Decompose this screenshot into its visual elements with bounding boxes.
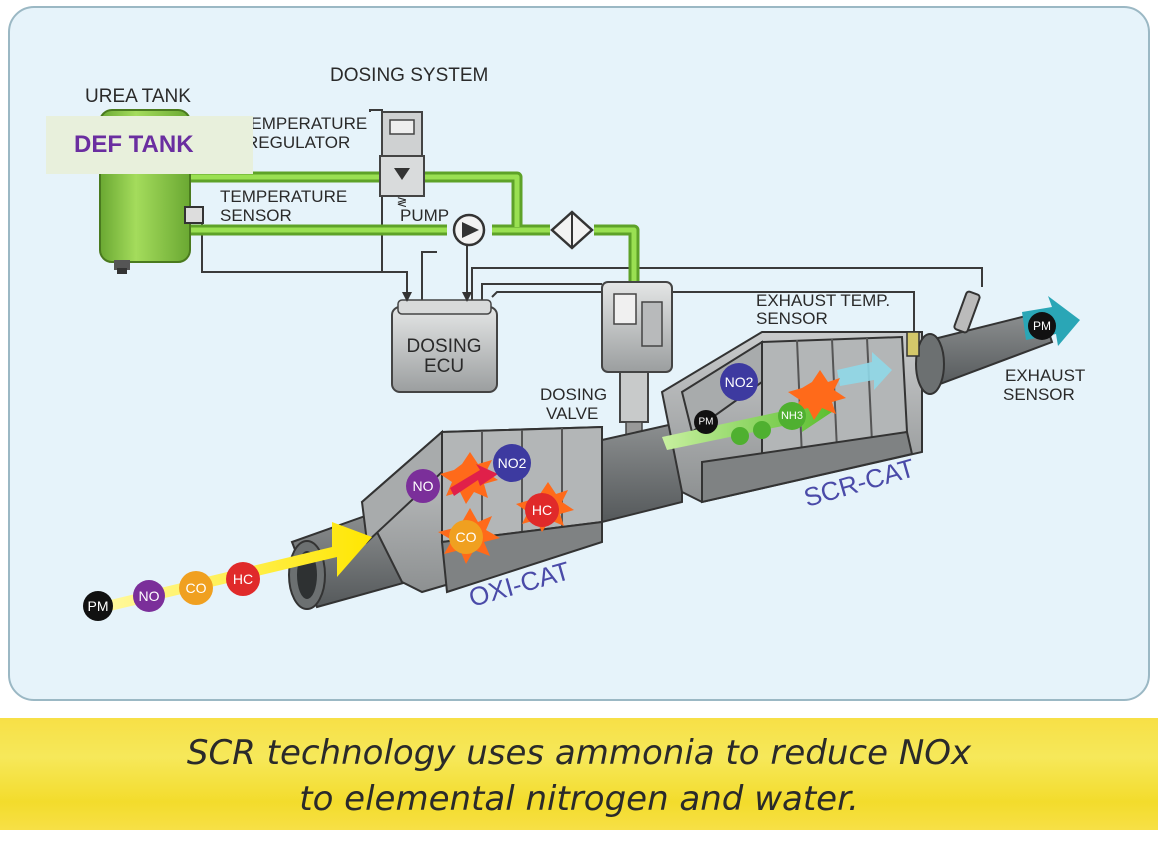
- wiring: [201, 109, 983, 332]
- def-tank-label: DEF TANK: [74, 131, 194, 158]
- diagram-panel: ≷: [8, 6, 1150, 701]
- molecule-hc-oxi: HC: [525, 493, 559, 527]
- molecule-no-oxi: NO: [406, 469, 440, 503]
- dosing-valve-label-1: DOSING: [540, 385, 607, 404]
- clean-flow-arrow: [837, 352, 892, 390]
- exhaust-sensor-label-1: EXHAUST: [1005, 366, 1085, 385]
- molecule-co-oxi: CO: [449, 520, 483, 554]
- temperature-regulator-label-1: TEMPERATURE: [240, 114, 367, 133]
- svg-text:HC: HC: [233, 571, 253, 587]
- dosing-valve-label-2: VALVE: [546, 404, 598, 423]
- temperature-sensor-label-1: TEMPERATURE: [220, 187, 347, 206]
- exhaust-sensor-label-2: SENSOR: [1003, 385, 1075, 404]
- outlet-pipe: [906, 290, 1054, 395]
- svg-text:NO2: NO2: [725, 374, 754, 390]
- dosing-system-label: DOSING SYSTEM: [330, 65, 488, 86]
- svg-text:PM: PM: [699, 417, 714, 428]
- molecule-hc-inlet: HC: [226, 562, 260, 596]
- molecule-no2-oxi: NO2: [493, 444, 531, 482]
- temperature-regulator-label-2: REGULATOR: [246, 133, 350, 152]
- caption-line-2: to elemental nitrogen and water.: [299, 779, 859, 819]
- svg-text:PM: PM: [1033, 319, 1051, 333]
- conversion-arrow: [450, 464, 498, 496]
- scr-system-diagram: ≷: [83, 65, 1085, 621]
- molecule-no2-scr: NO2: [720, 363, 758, 401]
- temperature-regulator: ≷: [379, 111, 425, 209]
- molecule-co-inlet: CO: [179, 571, 213, 605]
- urea-tank-label: UREA TANK: [85, 86, 191, 107]
- def-tank-overlay: DEF TANK: [46, 116, 253, 174]
- svg-text:HC: HC: [532, 502, 552, 518]
- svg-text:NO2: NO2: [498, 455, 527, 471]
- caption-line-1: SCR technology uses ammonia to reduce NO…: [186, 733, 972, 773]
- exhaust-temp-sensor-label-1: EXHAUST TEMP.: [756, 291, 890, 310]
- pump-label: PUMP: [400, 206, 449, 225]
- exhaust-flow-in: [102, 522, 372, 612]
- molecule-pm-inlet: PM: [83, 591, 113, 621]
- svg-text:CO: CO: [456, 529, 477, 545]
- svg-text:NO: NO: [413, 478, 434, 494]
- exhaust-temp-sensor-label-2: SENSOR: [756, 309, 828, 328]
- svg-text:NH3: NH3: [781, 410, 803, 422]
- connector-pipe: [601, 420, 683, 524]
- molecule-pm-outlet: PM: [1028, 312, 1056, 340]
- dosing-ecu-label-1: DOSING: [407, 336, 482, 357]
- temperature-sensor-label-2: SENSOR: [220, 206, 292, 225]
- svg-text:≷: ≷: [397, 194, 408, 209]
- molecule-nh3-scr: NH3: [778, 402, 806, 430]
- filter-icon: [550, 210, 594, 250]
- molecule-pm-scr: PM: [694, 410, 718, 434]
- pump-icon: [452, 213, 486, 247]
- svg-text:NO: NO: [139, 588, 160, 604]
- caption-banner: SCR technology uses ammonia to reduce NO…: [0, 718, 1158, 830]
- dosing-ecu: [391, 292, 498, 393]
- dosing-valve: [601, 281, 673, 443]
- svg-text:CO: CO: [186, 580, 207, 596]
- svg-text:PM: PM: [88, 598, 109, 614]
- molecule-no-inlet: NO: [133, 580, 165, 612]
- dosing-ecu-label-2: ECU: [424, 356, 464, 377]
